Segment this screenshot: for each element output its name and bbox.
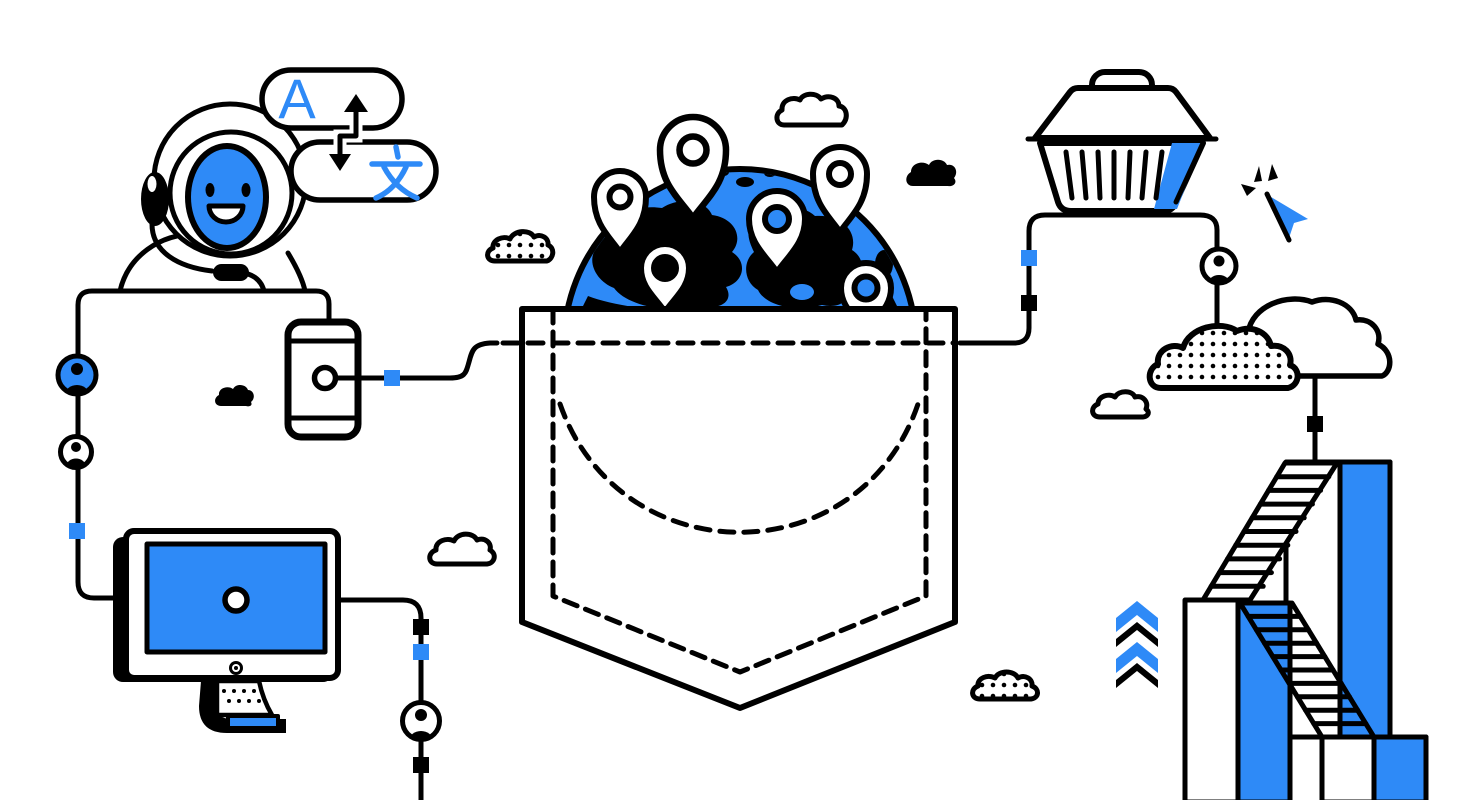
receipt-printer	[199, 678, 286, 733]
stairs-and-buildings	[1182, 459, 1429, 800]
cloud-mid-left	[427, 531, 497, 567]
building-low-blue	[1371, 734, 1429, 800]
robot-smile	[206, 203, 246, 225]
cloud-dotted-left-of-globe	[485, 229, 556, 264]
cloud-black-right-of-globe	[906, 159, 957, 187]
cursor-arrow	[1271, 197, 1308, 238]
swap-arrow-shaft	[337, 104, 359, 160]
cloud-black-small-left	[215, 384, 254, 407]
network-wires	[75, 212, 1318, 800]
location-pin	[810, 144, 870, 235]
pocket-inner-stitch	[550, 306, 929, 675]
wire-monitor-down	[244, 597, 424, 800]
user-avatar	[400, 700, 442, 742]
building-blue	[1235, 600, 1293, 800]
microphone-boom	[149, 221, 215, 274]
robot-support-agent	[117, 101, 309, 294]
lower-staircase	[1237, 600, 1377, 740]
desktop-monitor	[113, 528, 341, 733]
node-blue	[1021, 250, 1037, 266]
node-black	[413, 757, 429, 773]
robot-eye-right	[241, 183, 251, 197]
microphone-wire	[245, 271, 267, 294]
wire-left-chain	[75, 288, 332, 601]
user-avatar	[55, 353, 99, 397]
node-black	[1021, 295, 1037, 311]
node-black	[1307, 416, 1323, 432]
smartphone	[284, 318, 500, 441]
node-blue	[413, 644, 429, 660]
bubble-source	[259, 67, 405, 131]
receipt-blue-strip	[226, 714, 280, 730]
earmuff-highlight	[147, 176, 157, 192]
wire-phone-pocket	[333, 340, 500, 381]
phone-port	[311, 364, 339, 392]
shirt-pocket	[500, 306, 958, 711]
node-blue	[384, 370, 400, 386]
basket-blue-panel	[1154, 143, 1203, 209]
node-black	[413, 619, 429, 635]
pocket-opening-stitch	[557, 401, 921, 535]
clouds	[215, 91, 1393, 702]
node-blue	[69, 523, 85, 539]
pocket-outline	[519, 306, 958, 711]
bubble-target	[288, 139, 439, 203]
robot-eye-left	[205, 183, 215, 197]
user-avatar	[58, 434, 94, 470]
monitor-port	[222, 586, 250, 614]
wire-basket-loop	[957, 212, 1220, 355]
robot-neck	[285, 250, 308, 294]
user-avatar-nodes	[55, 246, 1323, 773]
robot-face	[185, 143, 269, 251]
location-pin	[591, 168, 649, 255]
basket-slats	[1063, 149, 1165, 201]
cloud-small-right	[1090, 389, 1151, 420]
language-swap-bubble: A	[259, 67, 439, 203]
click-cursor-icon	[1241, 164, 1308, 243]
source-language-glyph: A	[278, 67, 316, 130]
cloud-dotted-bottom	[970, 669, 1040, 702]
arrow-up-icon	[344, 94, 368, 112]
basket-right-edge	[1173, 140, 1206, 205]
shopping-basket	[1025, 69, 1219, 214]
cloud-above-globe	[774, 91, 849, 128]
location-pin	[638, 241, 692, 315]
receipt-paper	[214, 678, 275, 718]
basket-lid	[1032, 85, 1213, 141]
location-pin	[656, 113, 730, 222]
upload-chevrons-icon	[1116, 601, 1158, 688]
target-language-glyph	[369, 144, 423, 201]
receipt-dots	[222, 689, 261, 703]
building-white	[1182, 597, 1241, 800]
cloud-network-dotted	[1146, 322, 1301, 391]
location-pin	[746, 188, 808, 275]
monitor-camera-center	[234, 666, 238, 670]
microphone	[213, 264, 249, 281]
user-avatar	[1199, 246, 1239, 286]
arrow-down-icon	[329, 154, 351, 171]
